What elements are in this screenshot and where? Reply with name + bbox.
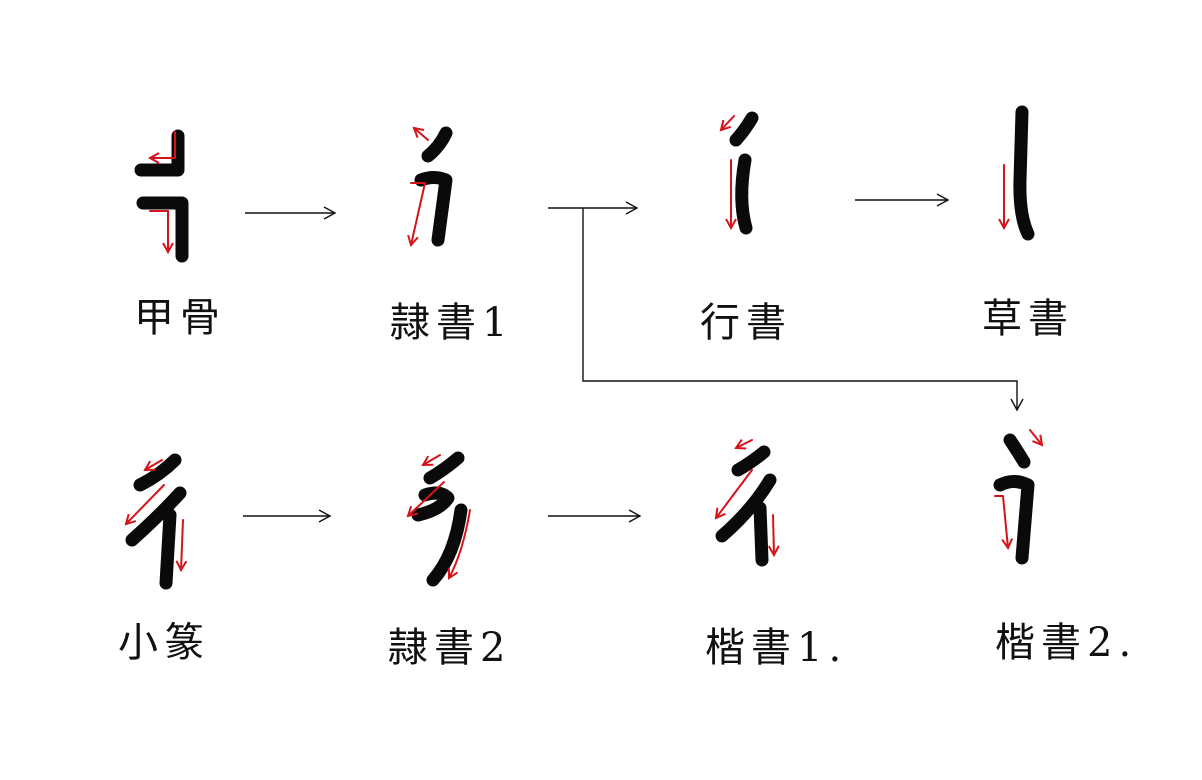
label-oracle: 甲骨 xyxy=(134,295,226,341)
glyph-regular1 xyxy=(716,440,774,567)
label-clerical1: 隷書1 xyxy=(390,300,514,346)
glyph-clerical2 xyxy=(408,451,471,587)
label-clerical2: 隷書2 xyxy=(388,625,512,671)
glyph-regular2 xyxy=(993,429,1042,565)
label-small-seal: 小篆 xyxy=(118,620,210,666)
glyph-oracle xyxy=(134,129,189,263)
arrow-clerical1-to-regular2 xyxy=(582,208,1024,412)
glyph-running xyxy=(721,111,759,235)
glyph-cursive xyxy=(1004,105,1035,241)
glyph-clerical1 xyxy=(411,126,453,245)
label-cursive: 草書 xyxy=(982,296,1074,342)
label-regular1: 楷書1. xyxy=(705,625,848,671)
glyph-small-seal xyxy=(126,453,183,590)
label-running: 行書 xyxy=(700,300,792,346)
connectors xyxy=(243,193,1024,523)
label-regular2: 楷書2. xyxy=(995,620,1138,666)
